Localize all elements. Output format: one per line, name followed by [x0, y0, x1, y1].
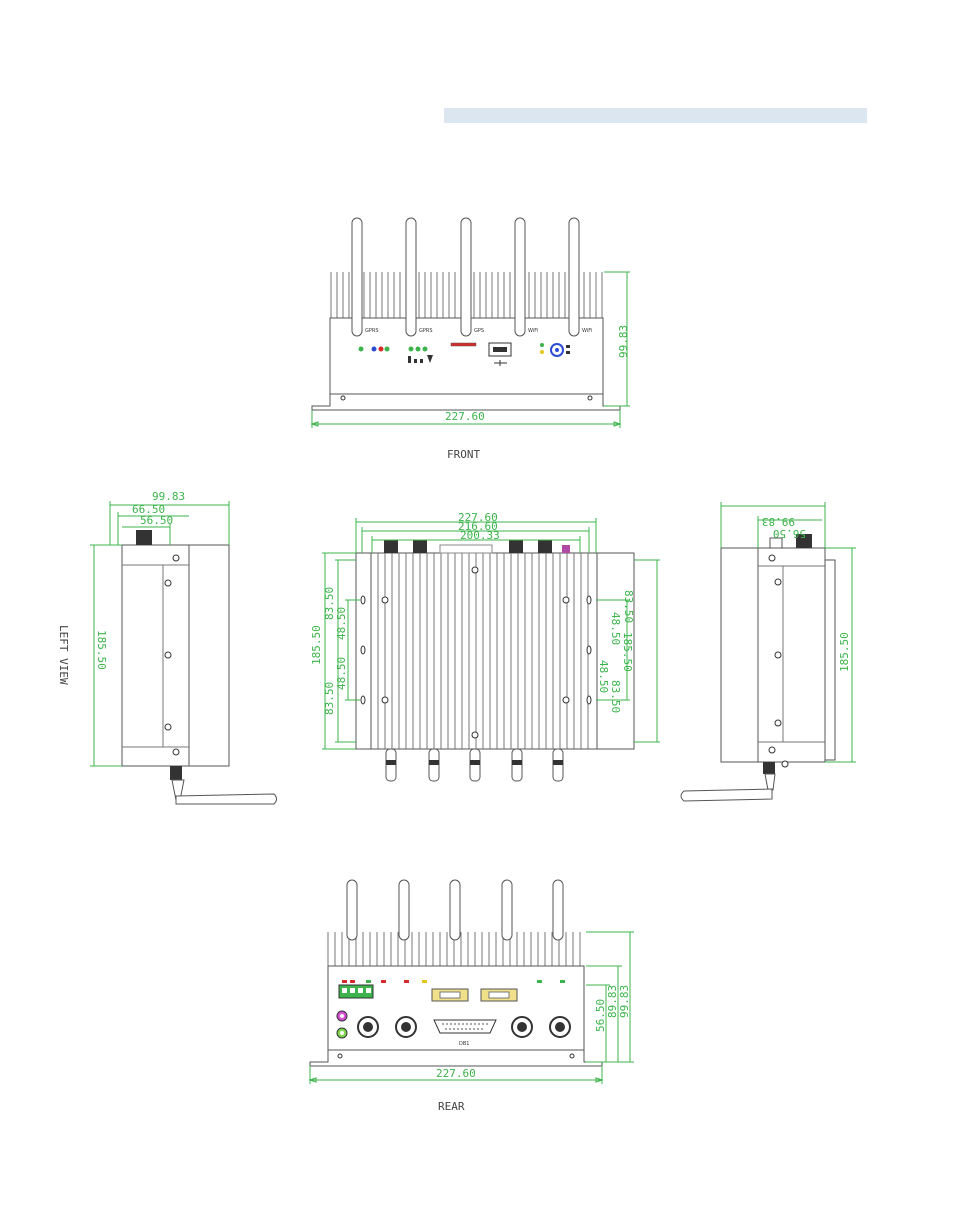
rear-antennas — [346, 879, 564, 941]
db-port-label: DB1 — [459, 1041, 469, 1047]
top-left-dim-5: 83.50 — [323, 682, 336, 715]
top-mounting-holes — [360, 566, 592, 739]
front-width-dim: 227.60 — [445, 410, 485, 423]
left-antenna — [175, 793, 277, 805]
top-right-dim-3: 185.50 — [621, 632, 634, 672]
antenna-5 — [568, 217, 580, 337]
left-dimensions — [90, 501, 230, 767]
top-right-dim-4: 48.50 — [597, 660, 610, 693]
front-view-label: FRONT — [447, 448, 480, 461]
rear-view-label: REAR — [438, 1100, 465, 1113]
left-height-dim: 185.50 — [95, 630, 108, 670]
antenna-label-5: WiFi — [582, 328, 592, 334]
antenna-label-3: GPS — [474, 328, 484, 334]
rear-height-dim-1: 56.50 — [594, 999, 607, 1032]
top-heatsink — [370, 552, 598, 750]
left-bottom-connector — [170, 766, 182, 780]
left-dim-2: 66.50 — [132, 503, 165, 516]
left-dim-3: 56.50 — [140, 514, 173, 527]
front-view: GPRS GPRS GPS WiFi WiFi — [310, 217, 630, 461]
right-antenna — [680, 788, 773, 802]
antenna-label-2: GPRS — [419, 328, 433, 334]
rear-height-dim-2: 89.83 — [606, 985, 619, 1018]
header-bar — [444, 108, 867, 123]
top-left-dim-3: 48.50 — [335, 607, 348, 640]
top-left-dim-2: 83.50 — [323, 587, 336, 620]
top-left-dim-4: 48.50 — [335, 657, 348, 690]
antenna-4 — [514, 217, 526, 337]
rear-round-connectors — [357, 1016, 571, 1038]
left-view-label: LEFT VIEW — [57, 625, 70, 685]
rear-heatsink-fins — [327, 932, 581, 966]
top-right-dim-1: 83.50 — [622, 590, 635, 623]
left-top-antenna-connector — [136, 530, 152, 545]
antenna-1 — [351, 217, 363, 337]
rear-leds — [342, 980, 565, 983]
top-dim-width-1: 227.60 — [458, 511, 498, 524]
db-serial-port — [433, 1019, 497, 1034]
usb-icon — [494, 360, 507, 366]
antenna-3 — [460, 217, 472, 337]
rear-mounting-flange — [309, 1049, 603, 1067]
sim-slot — [450, 342, 477, 347]
top-right-dim-2: 48.50 — [609, 612, 622, 645]
top-dim-width-2: 216.60 — [458, 520, 498, 533]
antenna-label-4: WiFi — [528, 328, 538, 334]
left-dim-1: 99.83 — [152, 490, 185, 503]
power-led — [540, 343, 544, 347]
front-dimensions — [310, 271, 630, 428]
right-dim-1: 99.83 — [762, 515, 795, 528]
front-antennas — [351, 217, 580, 337]
antenna-label-1: GPRS — [365, 328, 379, 334]
top-front-antennas — [385, 748, 564, 782]
top-right-dim-5: 83.50 — [609, 680, 622, 713]
right-height-dim: 185.50 — [838, 632, 851, 672]
top-dim-width-3: 200.33 — [460, 529, 500, 542]
hdd-led — [540, 350, 544, 354]
front-heatsink-fins — [330, 272, 603, 318]
front-status-leds — [358, 346, 433, 363]
right-top-connector — [796, 534, 812, 548]
top-left-dim-1: 185.50 — [310, 625, 323, 665]
right-dimensions — [720, 502, 856, 763]
antenna-2 — [405, 217, 417, 337]
right-bottom-connector — [763, 762, 775, 774]
right-view: 99.83 56.50 185.50 — [680, 502, 856, 802]
top-dimensions — [322, 518, 660, 750]
rear-width-dim: 227.60 — [436, 1067, 476, 1080]
right-dim-2: 56.50 — [773, 527, 806, 540]
front-mounting-flange — [311, 393, 621, 411]
rear-view: DB1 227.60 56.50 89.83 99.83 REAR — [308, 879, 634, 1113]
top-rear-connectors — [384, 540, 570, 554]
power-terminal-block — [338, 984, 374, 999]
front-height-dim: 99.83 — [617, 325, 630, 358]
top-view: 227.60 216.60 200.33 185.50 83.50 48.50 … — [310, 511, 660, 782]
left-view: 99.83 66.50 56.50 185.50 LEFT VIEW — [57, 490, 277, 805]
rear-height-dim-3: 99.83 — [618, 985, 631, 1018]
rear-dimensions — [308, 931, 634, 1084]
